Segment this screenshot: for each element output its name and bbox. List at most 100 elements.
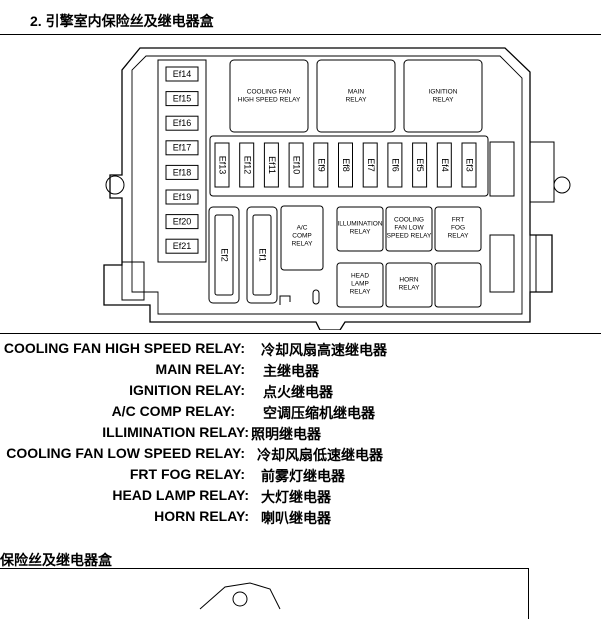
fuse-label-ef6: Ef6: [391, 158, 401, 172]
legend-row: HEAD LAMP RELAY: 大灯继电器: [0, 487, 601, 507]
lower-diagram-frame: [0, 568, 529, 619]
fuse-ef13: [214, 142, 230, 188]
fuse-label-ef5: Ef5: [415, 158, 425, 172]
lower-diagram-shape: [199, 582, 281, 610]
relay-label-cooling-fan-high-0: COOLING FAN: [247, 89, 292, 96]
fuse-ef17: [165, 140, 199, 156]
legend-row: HORN RELAY:喇叭继电器: [0, 508, 601, 528]
mounting-hole-left: [105, 175, 125, 195]
diagram-bottom-rule: [0, 333, 601, 334]
fuse-ef10: [288, 142, 304, 188]
relay-ac-comp: [280, 205, 324, 271]
relay-horn: [385, 262, 433, 308]
fuse-label-ef20: Ef20: [173, 216, 192, 226]
fuse-ef21: [165, 238, 199, 254]
legend-relay-name: A/C COMP RELAY:: [111, 403, 235, 419]
relay-label-ignition-1: RELAY: [433, 97, 454, 104]
housing-inner-outline: [131, 55, 523, 315]
relay-label-head-lamp-2: RELAY: [350, 289, 371, 296]
fuse-label-ef19: Ef19: [173, 192, 192, 202]
fuse-strip-frame: [209, 135, 489, 197]
fuse-vertical-pair: Ef2 Ef1: [214, 214, 272, 296]
relay-label-frt-fog-1: FOG: [451, 225, 465, 232]
fuse-ef5: [412, 142, 428, 188]
relay-label-cooling-fan-high-1: HIGH SPEED RELAY: [238, 97, 301, 104]
relay-label-illumination-0: ILLUMINATION: [337, 221, 382, 228]
relay-label-head-lamp-0: HEAD: [351, 273, 369, 280]
legend-relay-translation: 大灯继电器: [261, 489, 331, 505]
mount-right-bottom: [529, 234, 553, 293]
relay-label-ac-comp-1: COMP: [292, 233, 312, 240]
legend-relay-translation: 冷却风扇低速继电器: [257, 447, 383, 463]
legend-relay-name: FRT FOG RELAY:: [129, 466, 245, 482]
mount-right-top: [529, 141, 555, 203]
fuse-label-ef13: Ef13: [218, 156, 228, 175]
fuse-ef2: [214, 214, 234, 296]
legend-relay-translation: 前雾灯继电器: [261, 468, 345, 484]
fuse-label-ef17: Ef17: [173, 143, 192, 153]
legend-row: A/C COMP RELAY:空调压缩机继电器: [0, 403, 601, 423]
legend-relay-name: ILLIMINATION RELAY:: [102, 424, 249, 440]
fuse-ef1: [252, 214, 272, 296]
legend-row: FRT FOG RELAY: 前雾灯继电器: [0, 466, 601, 486]
housing-outline: [103, 47, 553, 330]
legend-relay-name: MAIN RELAY:: [155, 361, 245, 377]
fuse-ef11: [263, 142, 279, 188]
mount-left: [121, 261, 145, 301]
fuse-ef18: [165, 164, 199, 180]
fuse-label-ef21: Ef21: [173, 241, 192, 251]
fuse-label-ef12: Ef12: [242, 156, 252, 175]
relay-frt-fog: [434, 206, 482, 252]
fuse-label-ef7: Ef7: [366, 158, 376, 172]
relay-label-ac-comp-2: RELAY: [292, 241, 313, 248]
connector-slot: [312, 289, 320, 305]
legend-relay-name: COOLING FAN HIGH SPEED RELAY:: [3, 340, 245, 356]
fuse-label-ef14: Ef14: [173, 69, 192, 79]
relay-ignition: [403, 59, 483, 133]
fuse-label-ef4: Ef4: [440, 158, 450, 172]
legend-relay-translation: 点火继电器: [263, 384, 333, 400]
legend-row: MAIN RELAY:主继电器: [0, 361, 601, 381]
fuse-ef3: [461, 142, 477, 188]
fuse-label-ef18: Ef18: [173, 167, 192, 177]
fuse-label-ef11: Ef11: [267, 156, 277, 174]
fuse-ef7: [362, 142, 378, 188]
relay-illumination: [336, 206, 384, 252]
legend-relay-translation: 照明继电器: [251, 426, 321, 442]
relay-label-illumination-1: RELAY: [350, 229, 371, 236]
fuse-column-frame: [157, 59, 207, 263]
legend-relay-translation: 冷却风扇高速继电器: [261, 342, 387, 358]
fuse-label-ef2: Ef2: [220, 248, 230, 262]
fuse-label-ef10: Ef10: [292, 156, 302, 175]
top-rule: [0, 34, 601, 35]
legend-relay-name: HEAD LAMP RELAY:: [112, 487, 249, 503]
relay-label-cooling-fan-low-0: COOLING: [394, 217, 424, 224]
legend-relay-translation: 喇叭继电器: [261, 510, 331, 526]
relay-label-main-1: RELAY: [346, 97, 367, 104]
legend-row: ILLIMINATION RELAY:照明继电器: [0, 424, 601, 444]
section-title-engine-fuse-box: 2. 引擎室内保险丝及继电器盒: [30, 13, 214, 29]
fuse-ef20: [165, 214, 199, 230]
relay-main: [316, 59, 396, 133]
relay-label-cooling-fan-low-2: SPEED RELAY: [387, 233, 432, 240]
fuse-ef8: [338, 142, 353, 188]
socket-right-bottom: [489, 234, 515, 293]
fuse-ef4: [436, 142, 452, 188]
fuse-ef16: [165, 115, 199, 131]
fuse-label-ef1: Ef1: [258, 248, 268, 262]
fuse-ef9: [313, 142, 329, 188]
fuse-ef14: [165, 66, 199, 82]
mounting-hole-right: [553, 176, 571, 194]
section-title-fuse-box: 保险丝及继电器盒: [0, 552, 112, 568]
legend-relay-name: IGNITION RELAY:: [129, 382, 245, 398]
relay-head-lamp: [336, 262, 384, 308]
legend-row: COOLING FAN LOW SPEED RELAY:冷却风扇低速继电器: [0, 445, 601, 465]
fuse-label-ef8: Ef8: [341, 158, 351, 172]
relay-cooling-fan-high-speed: [229, 59, 309, 133]
relay-label-ignition-0: IGNITION: [429, 89, 458, 96]
relay-label-cooling-fan-low-1: FAN LOW: [394, 225, 424, 232]
legend-row: IGNITION RELAY: 点火继电器: [0, 382, 601, 402]
